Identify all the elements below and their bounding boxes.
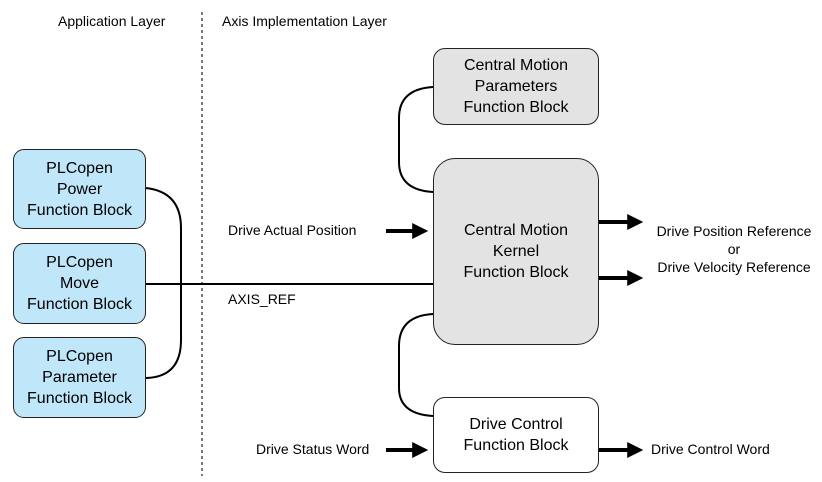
plcopen-parameter-line-1: PLCopen	[46, 348, 113, 365]
drive-status-word-label: Drive Status Word	[256, 441, 370, 457]
plcopen-move-line-3: Function Block	[27, 296, 132, 313]
drive-position-reference-label: Drive Position Reference	[656, 223, 812, 239]
central-params-line-2: Parameters	[474, 78, 558, 95]
kernel-params-connector	[398, 86, 434, 193]
drive-control-block: Drive Control Function Block	[433, 397, 599, 473]
plcopen-power-line-1: PLCopen	[46, 159, 113, 177]
kernel-line-2: Kernel	[492, 243, 540, 260]
central-motion-parameters-block: Central Motion Parameters Function Block	[433, 48, 599, 125]
drive-control-line-1: Drive Control	[469, 416, 563, 433]
kernel-drive-connector	[398, 313, 434, 417]
plcopen-parameter-line-3: Function Block	[27, 390, 132, 407]
plcopen-move-line-2: Move	[59, 275, 100, 292]
drive-control-word-label: Drive Control Word	[651, 441, 770, 457]
plcopen-move-block: PLCopen Move Function Block	[13, 243, 146, 324]
kernel-line-3: Function Block	[463, 264, 569, 281]
plcopen-power-line-2: Power	[56, 180, 103, 198]
plcopen-parameter-block: PLCopen Parameter Function Block	[13, 337, 146, 418]
drive-velocity-reference-label: Drive Velocity Reference	[657, 259, 811, 275]
central-params-line-3: Function Block	[463, 99, 569, 116]
plcopen-parameter-line-2: Parameter	[42, 369, 117, 386]
plcopen-power-line-3: Function Block	[27, 201, 132, 219]
axis-layer-label: Axis Implementation Layer	[222, 13, 387, 29]
kernel-line-1: Central Motion	[463, 222, 569, 239]
axis-ref-label: AXIS_REF	[228, 291, 296, 307]
central-motion-kernel-block: Central Motion Kernel Function Block	[433, 158, 599, 345]
drive-control-line-2: Function Block	[463, 437, 569, 454]
plcopen-move-line-1: PLCopen	[46, 254, 113, 271]
central-params-line-1: Central Motion	[463, 57, 569, 74]
or-label: or	[727, 241, 741, 257]
plcopen-power-block: PLCopen Power Function Block	[13, 149, 146, 229]
drive-actual-position-label: Drive Actual Position	[228, 222, 357, 238]
application-layer-label: Application Layer	[58, 13, 166, 29]
